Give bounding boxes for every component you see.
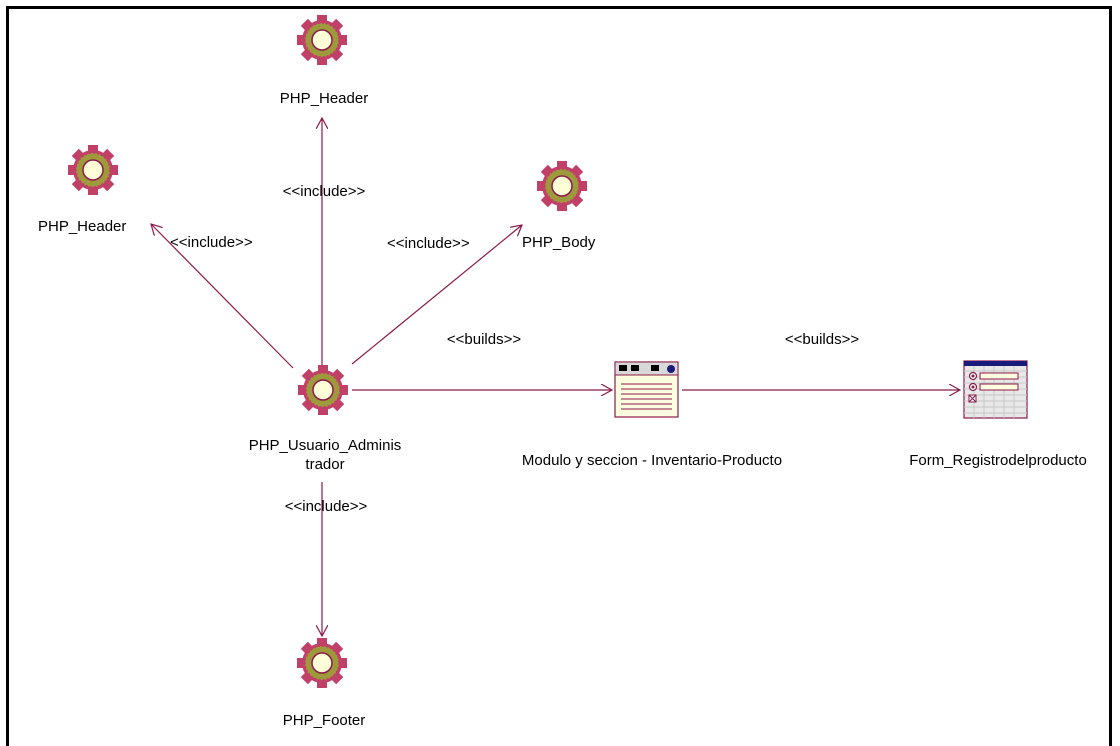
include-line-left (151, 224, 294, 369)
server-page-gear-icon[interactable] (536, 160, 588, 212)
diagram-frame (6, 6, 1112, 746)
server-page-gear-icon[interactable] (296, 14, 348, 66)
include-label-left: <<include>> (170, 234, 253, 251)
builds-label-modulo: <<builds>> (446, 331, 522, 348)
builds-label-form: <<builds>> (784, 331, 860, 348)
server-page-gear-icon[interactable] (296, 637, 348, 689)
client-page-icon[interactable] (614, 361, 679, 418)
server-page-gear-icon[interactable] (67, 144, 119, 196)
server-page-gear-icon[interactable] (297, 364, 349, 416)
include-line-body (351, 225, 522, 365)
modulo-seccion-label: Modulo y seccion - Inventario-Producto (521, 452, 783, 469)
php-usuario-admin-label-line1: PHP_Usuario_Adminis (248, 437, 402, 454)
include-label-body: <<include>> (387, 235, 470, 252)
html-form-icon[interactable] (963, 360, 1028, 419)
php-header-top-label: PHP_Header (279, 90, 369, 107)
php-usuario-admin-label-line2: trador (305, 456, 345, 473)
php-footer-label: PHP_Footer (282, 712, 366, 729)
php-body-label: PHP_Body (522, 234, 596, 251)
include-label-footer: <<include>> (284, 498, 368, 515)
include-label-top: <<include>> (282, 183, 366, 200)
php-header-left-label: PHP_Header (38, 218, 127, 235)
form-registro-label: Form_Registrodelproducto (909, 452, 1087, 469)
